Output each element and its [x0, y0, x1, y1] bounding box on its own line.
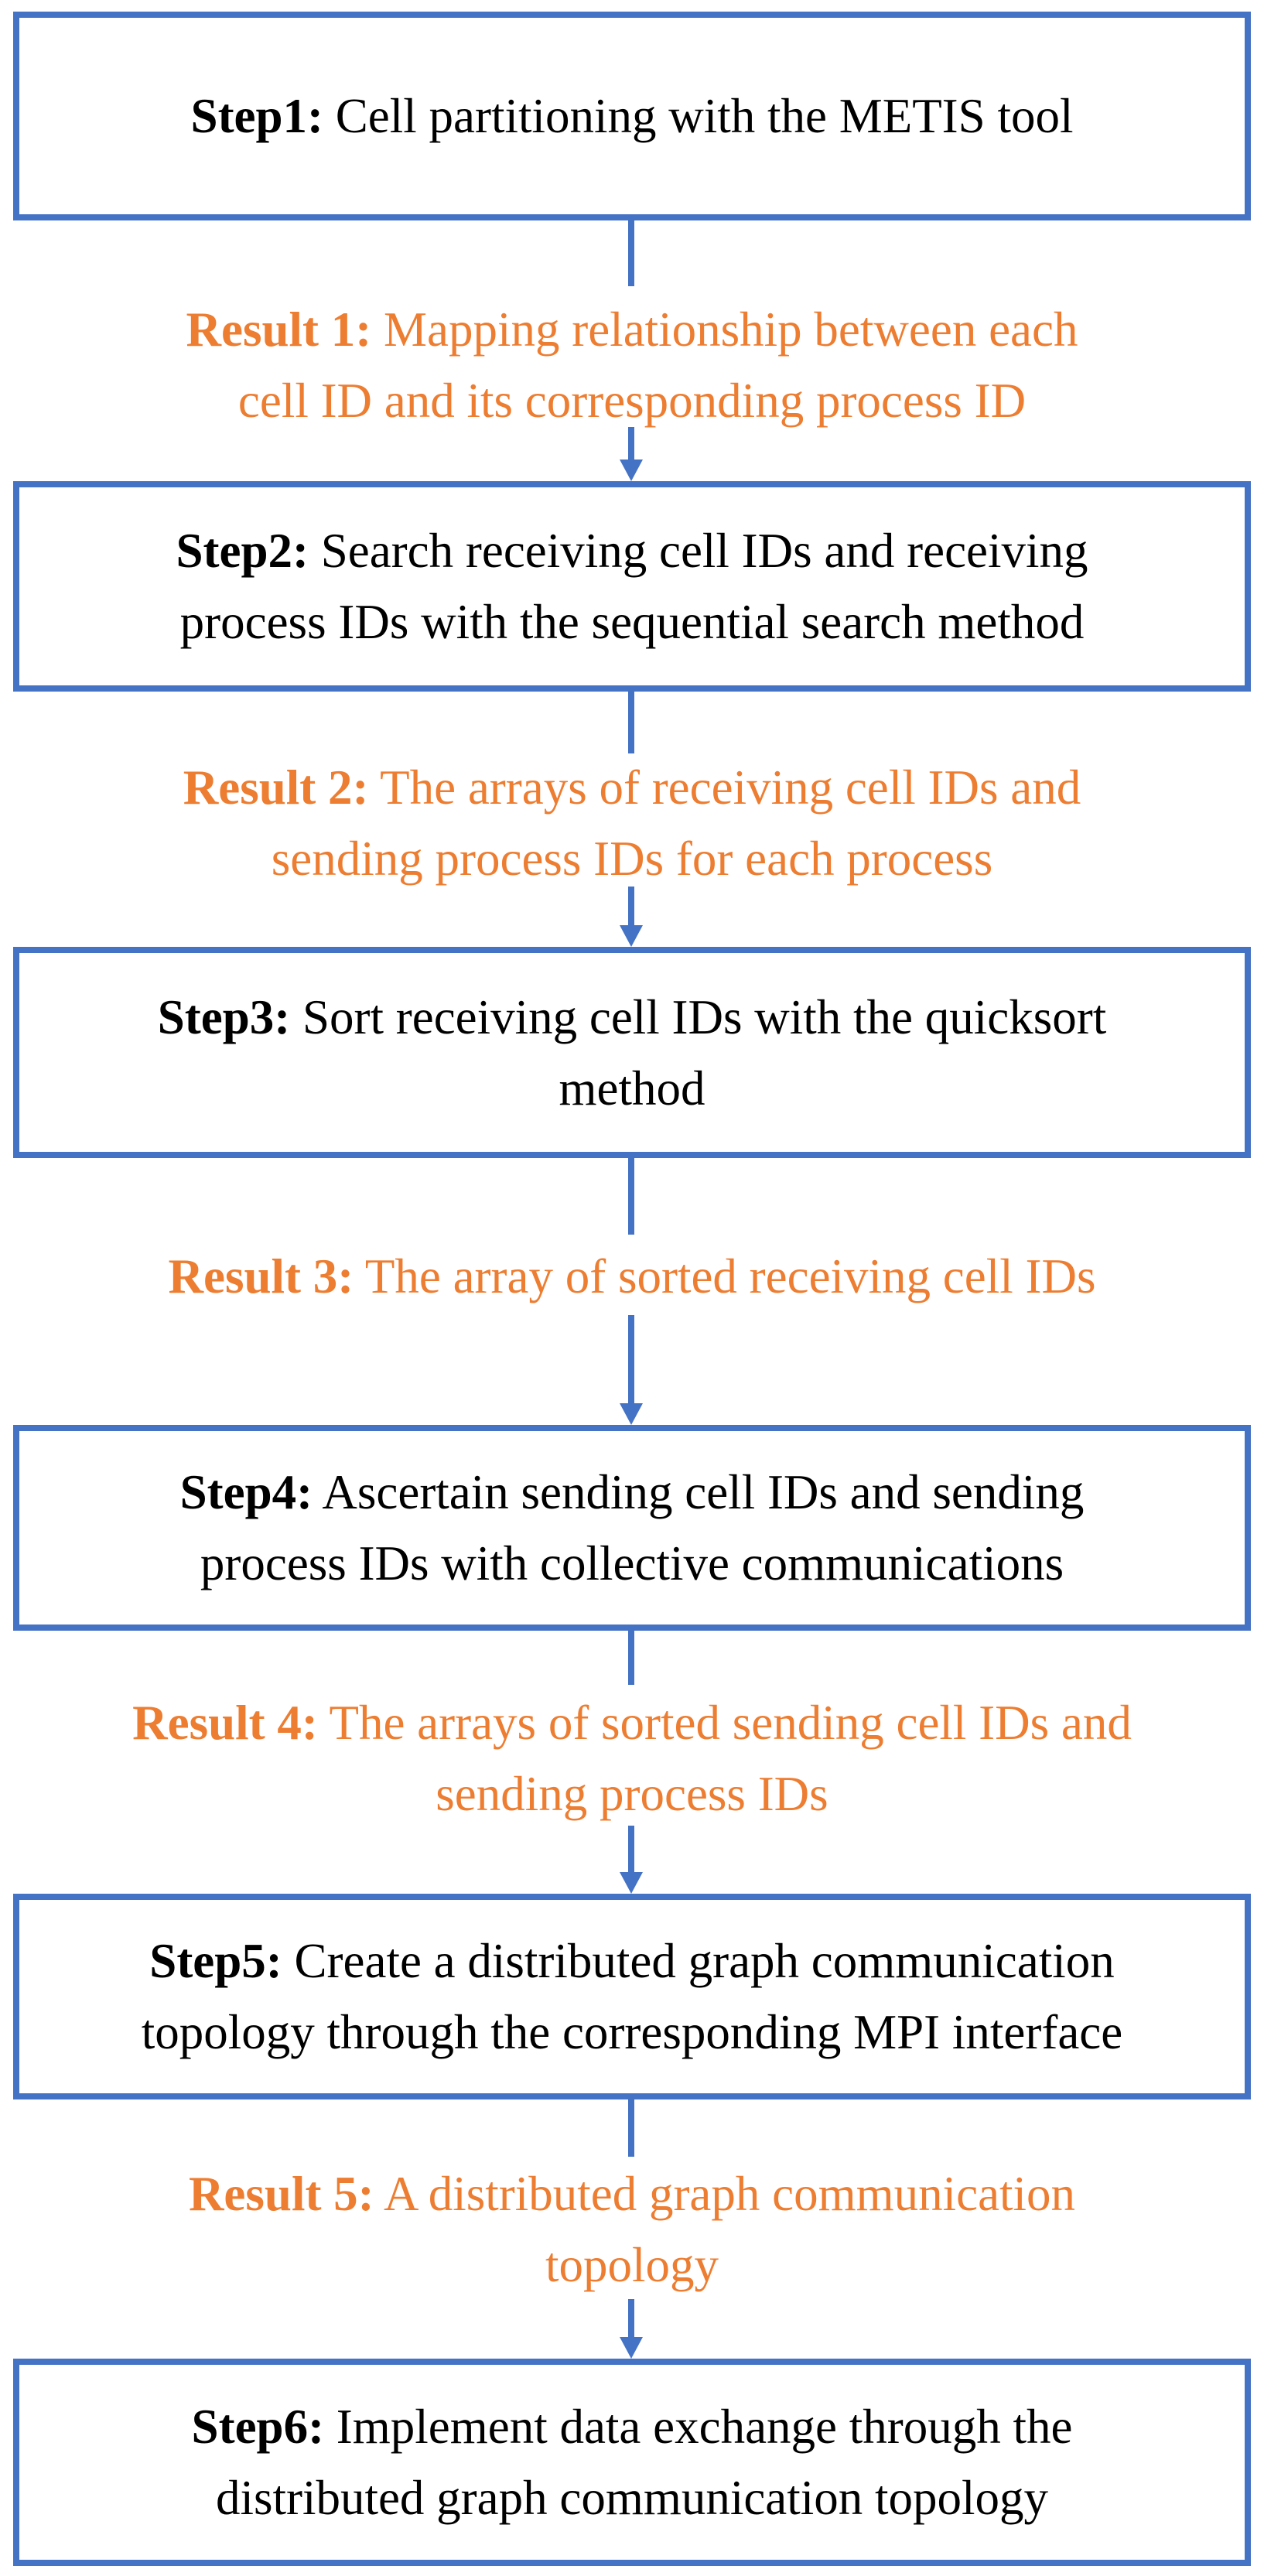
result-2-line1: The arrays of receiving cell IDs and: [380, 760, 1081, 815]
step-6-text: Step6: Implement data exchange through t…: [19, 2391, 1245, 2533]
step-5-text: Step5: Create a distributed graph commun…: [19, 1925, 1245, 2068]
arrow-down-icon: [620, 2337, 643, 2359]
flow-arrow-3: [628, 1315, 634, 1403]
arrow-down-icon: [620, 925, 643, 947]
result-5-prefix: Result 5:: [188, 2167, 374, 2221]
flow-arrow-1: [628, 427, 634, 460]
step-1-prefix: Step1:: [190, 89, 324, 143]
result-4-prefix: Result 4:: [132, 1696, 318, 1750]
result-1-prefix: Result 1:: [186, 302, 372, 357]
result-3-line1: The array of sorted receiving cell IDs: [364, 1249, 1096, 1303]
result-5-line1: A distributed graph communication: [383, 2167, 1076, 2221]
arrow-down-icon: [620, 1403, 643, 1425]
step-1-line1: Cell partitioning with the METIS tool: [335, 89, 1074, 143]
flow-arrow-4: [628, 1826, 634, 1872]
step-3-line1: Sort receiving cell IDs with the quickso…: [302, 989, 1107, 1044]
step-4-prefix: Step4:: [179, 1465, 313, 1519]
step-4-text: Step4: Ascertain sending cell IDs and se…: [19, 1457, 1245, 1599]
step-box-4: Step4: Ascertain sending cell IDs and se…: [13, 1425, 1251, 1631]
step-box-2: Step2: Search receiving cell IDs and rec…: [13, 481, 1251, 692]
connector-line-4: [628, 1631, 634, 1685]
step-6-line1: Implement data exchange through the: [336, 2400, 1073, 2454]
connector-line-2: [628, 692, 634, 753]
result-1-line1: Mapping relationship between each: [384, 302, 1078, 357]
step-3-line2: method: [559, 1061, 705, 1115]
step-2-text: Step2: Search receiving cell IDs and rec…: [19, 515, 1245, 658]
result-5-line2: topology: [545, 2238, 719, 2292]
arrow-down-icon: [620, 1872, 643, 1894]
step-box-6: Step6: Implement data exchange through t…: [13, 2359, 1251, 2566]
result-label-5: Result 5: A distributed graph communicat…: [0, 2158, 1264, 2301]
result-2-prefix: Result 2:: [183, 760, 369, 815]
step-1-text: Step1: Cell partitioning with the METIS …: [19, 80, 1245, 152]
result-1-line2: cell ID and its corresponding process ID: [237, 374, 1027, 428]
step-2-line2: process IDs with the sequential search m…: [179, 595, 1085, 649]
result-label-4: Result 4: The arrays of sorted sending c…: [0, 1687, 1264, 1830]
step-6-line2: distributed graph communication topology: [215, 2471, 1049, 2525]
step-3-text: Step3: Sort receiving cell IDs with the …: [19, 982, 1245, 1124]
step-box-1: Step1: Cell partitioning with the METIS …: [13, 12, 1251, 220]
step-6-prefix: Step6:: [191, 2400, 325, 2454]
result-3-prefix: Result 3:: [168, 1249, 354, 1303]
result-label-1: Result 1: Mapping relationship between e…: [0, 294, 1264, 436]
step-box-5: Step5: Create a distributed graph commun…: [13, 1894, 1251, 2099]
step-2-line1: Search receiving cell IDs and receiving: [320, 524, 1088, 578]
step-box-3: Step3: Sort receiving cell IDs with the …: [13, 947, 1251, 1158]
step-5-line1: Create a distributed graph communication: [294, 1934, 1115, 1988]
arrow-down-icon: [620, 460, 643, 481]
result-2-line2: sending process IDs for each process: [271, 832, 993, 886]
step-3-prefix: Step3:: [157, 989, 291, 1044]
flow-arrow-5: [628, 2299, 634, 2337]
flow-arrow-2: [628, 887, 634, 925]
result-4-line1: The arrays of sorted sending cell IDs an…: [329, 1696, 1132, 1750]
step-2-prefix: Step2:: [176, 524, 309, 578]
connector-line-3: [628, 1158, 634, 1235]
connector-line-5: [628, 2099, 634, 2157]
result-label-3: Result 3: The array of sorted receiving …: [0, 1241, 1264, 1312]
step-5-prefix: Step5:: [149, 1934, 282, 1988]
connector-line-1: [628, 220, 634, 286]
result-4-line2: sending process IDs: [436, 1767, 828, 1821]
step-4-line1: Ascertain sending cell IDs and sending: [322, 1465, 1085, 1519]
step-4-line2: process IDs with collective communicatio…: [200, 1536, 1064, 1590]
step-5-line2: topology through the corresponding MPI i…: [141, 2005, 1123, 2059]
result-label-2: Result 2: The arrays of receiving cell I…: [0, 752, 1264, 894]
